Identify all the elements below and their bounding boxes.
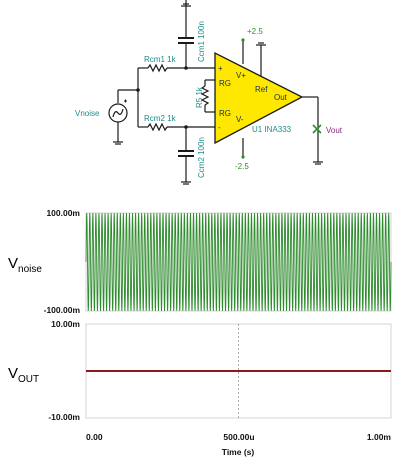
vminus-terminal-icon bbox=[241, 155, 245, 159]
pin-out: Out bbox=[274, 93, 288, 102]
vnoise-trace bbox=[85, 212, 392, 312]
pin-vplus: V+ bbox=[236, 71, 246, 80]
pin-minus: - bbox=[218, 123, 221, 132]
xtick-2: 1.00m bbox=[367, 432, 392, 442]
vout-ylabel: VOUT bbox=[8, 365, 39, 385]
rcm2-label: Rcm2 1k bbox=[144, 114, 177, 123]
pin-rg-bottom: RG bbox=[219, 109, 231, 118]
supply-pos-label: +2.5 bbox=[247, 27, 263, 36]
pin-vminus: V- bbox=[236, 115, 244, 124]
vout-ytick-top: 10.00m bbox=[51, 319, 80, 329]
vnoise-ylabel: Vnoise bbox=[8, 255, 42, 275]
vnoise-ylabel-main: V bbox=[8, 255, 18, 272]
ccm1-capacitor-icon[interactable] bbox=[178, 37, 194, 44]
ccm1-label: Ccm1 100n bbox=[197, 21, 206, 62]
ina333-amplifier-icon[interactable] bbox=[214, 51, 304, 145]
r5-resistor-icon[interactable] bbox=[200, 85, 210, 106]
xtick-0: 0.00 bbox=[86, 432, 103, 442]
ccm2-label: Ccm2 100n bbox=[197, 137, 206, 178]
vout-probe-icon[interactable] bbox=[312, 124, 322, 134]
rcm1-resistor-icon[interactable] bbox=[147, 63, 168, 73]
vout-ylabel-sub: OUT bbox=[18, 374, 39, 385]
vnoise-series bbox=[85, 212, 392, 312]
rcm2-resistor-icon[interactable] bbox=[147, 122, 168, 132]
rcm1-label: Rcm1 1k bbox=[144, 55, 177, 64]
plot-vout: 10.00m -10.00m VOUT bbox=[8, 319, 392, 422]
x-axis-label: Time (s) bbox=[222, 447, 255, 457]
vnoise-ytick-bottom: -100.00m bbox=[44, 305, 81, 315]
plot-vnoise: 100.00m -100.00m Vnoise bbox=[8, 208, 392, 315]
vnoise-label: Vnoise bbox=[75, 109, 100, 118]
supply-neg-label: -2.5 bbox=[235, 162, 249, 171]
vout-ylabel-main: V bbox=[8, 365, 18, 382]
vplus-terminal-icon bbox=[241, 38, 245, 42]
r5-label: R5 1k bbox=[195, 86, 204, 108]
xtick-1: 500.00u bbox=[223, 432, 254, 442]
pin-rg-top: RG bbox=[219, 79, 231, 88]
vout-ytick-bottom: -10.00m bbox=[48, 412, 80, 422]
vnoise-ytick-top: 100.00m bbox=[46, 208, 80, 218]
vout-probe-label: Vout bbox=[326, 126, 343, 135]
pin-plus: + bbox=[218, 64, 223, 73]
ccm2-capacitor-icon[interactable] bbox=[178, 150, 194, 157]
pin-ref: Ref bbox=[255, 85, 268, 94]
amp-label: U1 INA333 bbox=[252, 125, 292, 134]
vnoise-ylabel-sub: noise bbox=[18, 264, 42, 275]
